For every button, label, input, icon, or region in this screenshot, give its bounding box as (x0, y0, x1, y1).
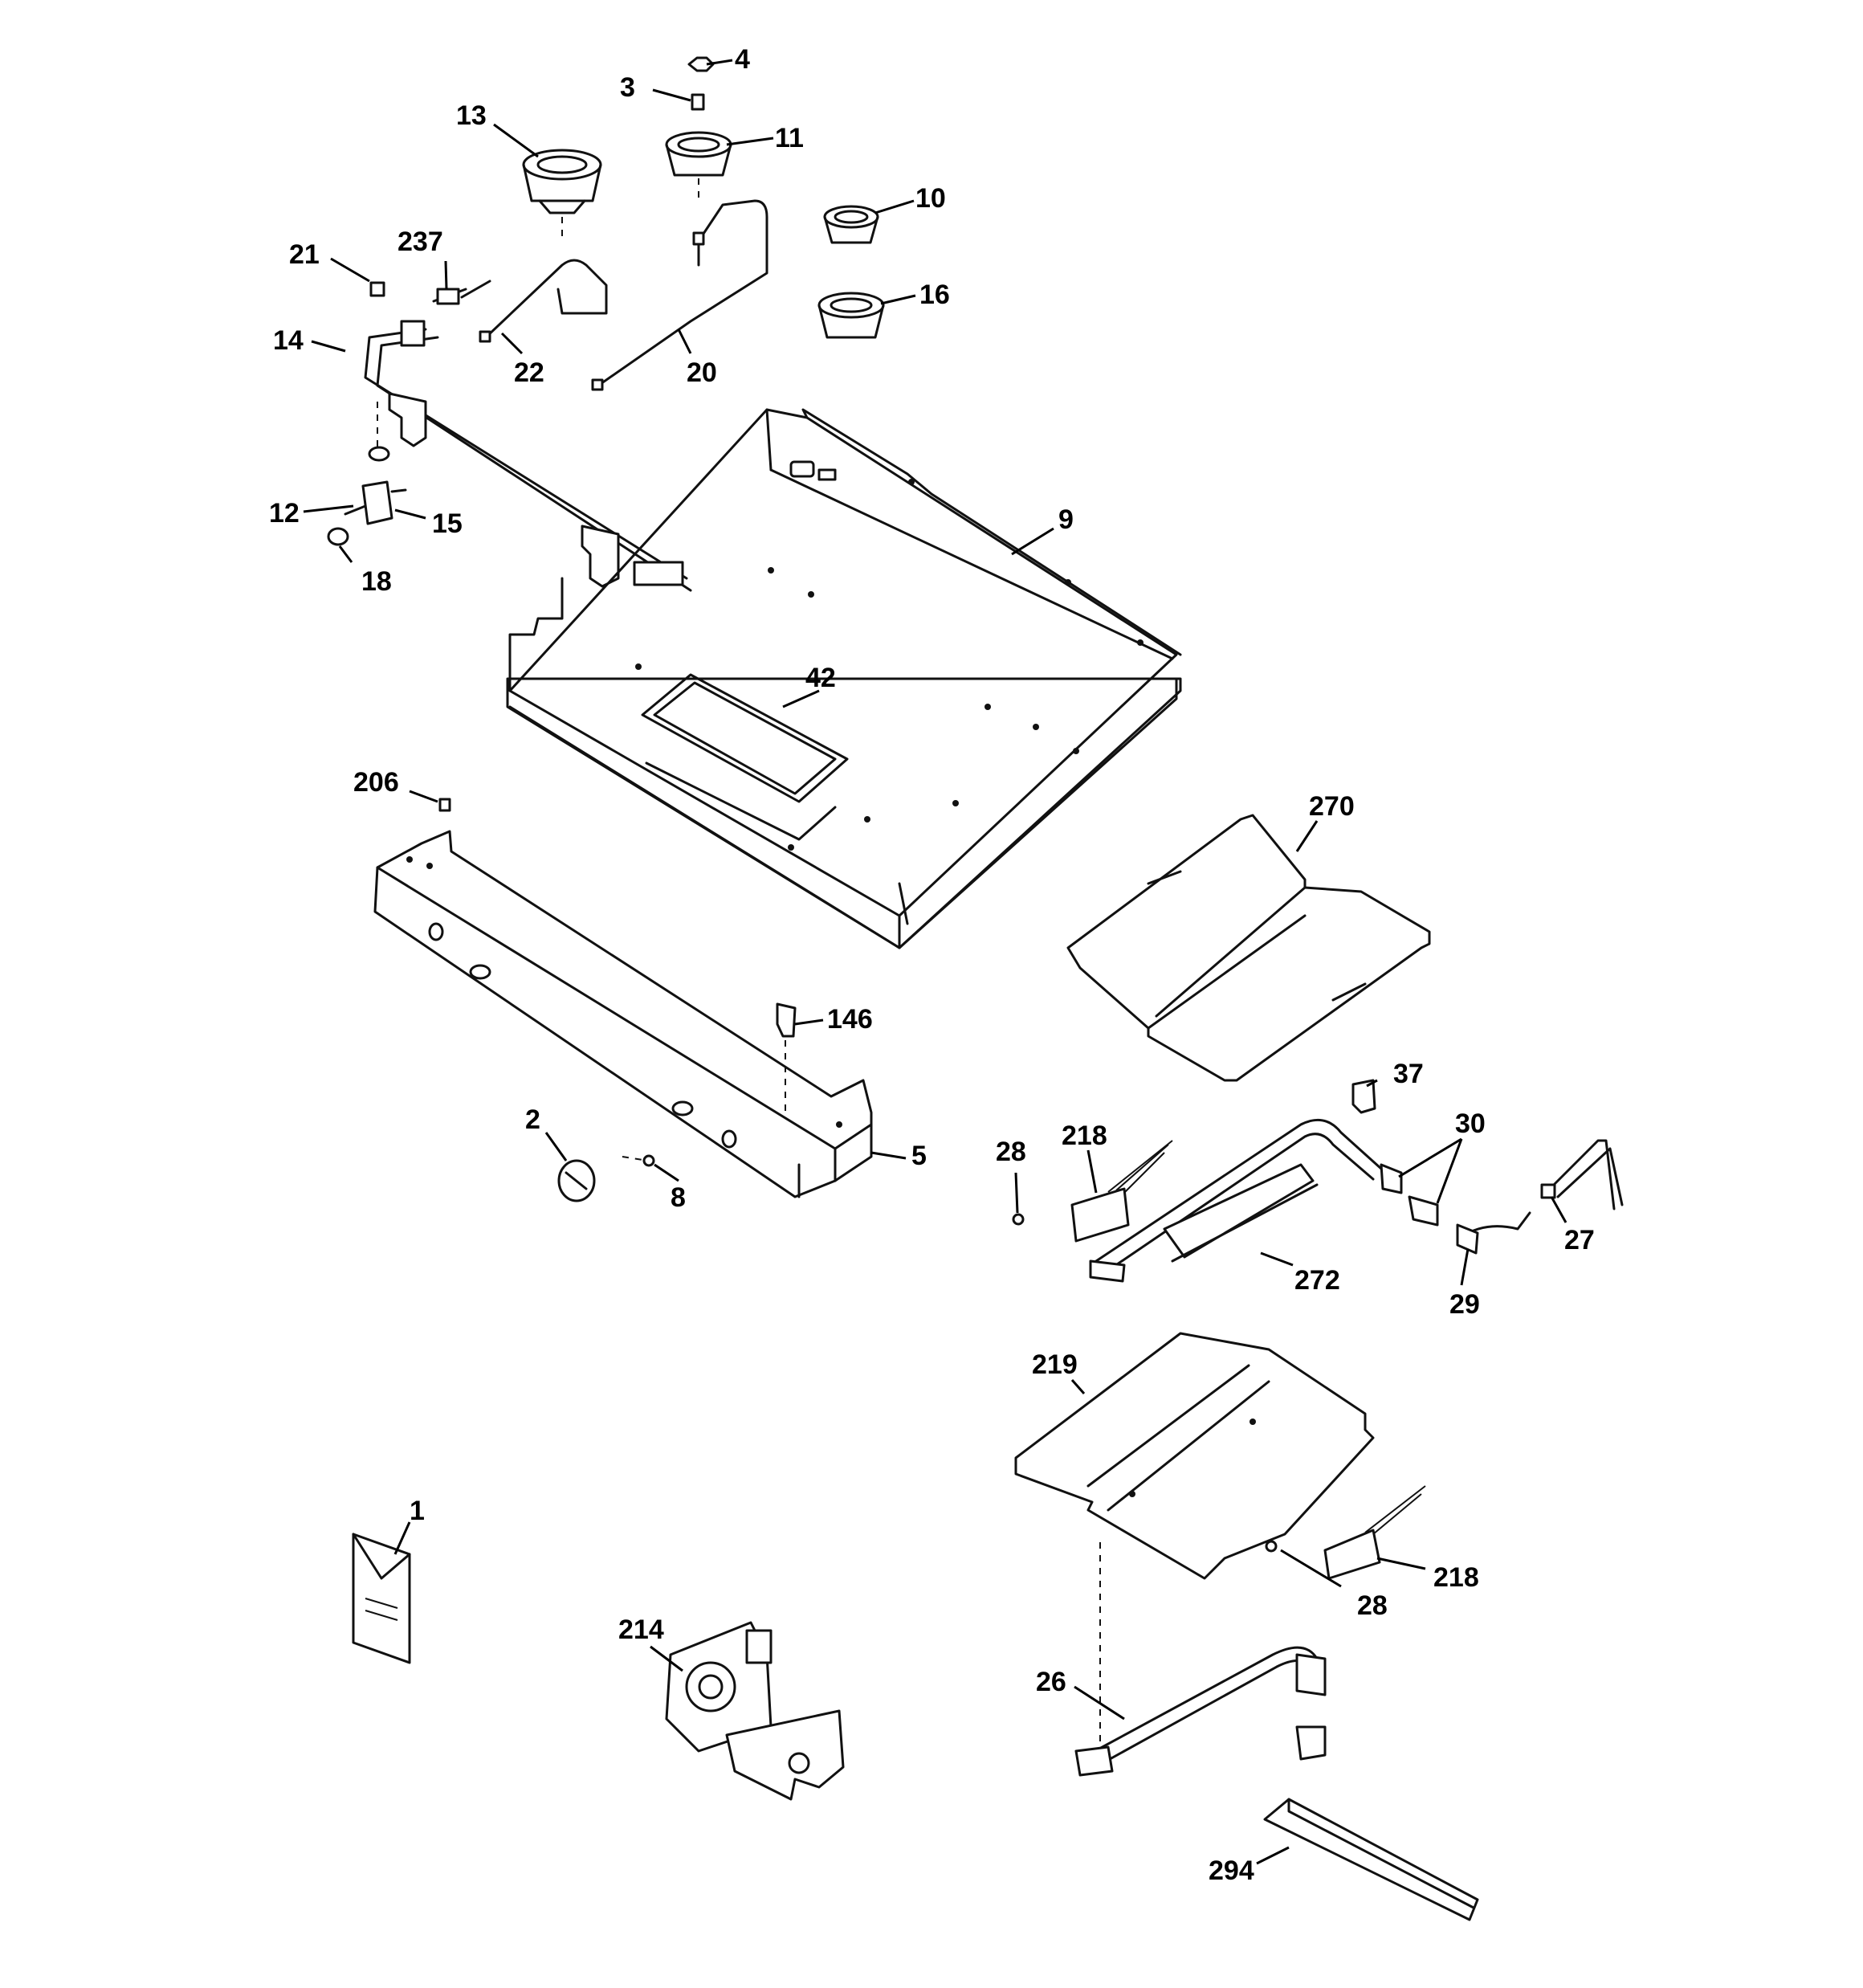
screw-28a (1012, 1213, 1025, 1226)
callout-labels: 4 3 13 11 10 16 21 237 14 22 20 12 15 18… (269, 44, 1595, 1886)
nut-21 (369, 281, 385, 297)
callout-1: 1 (410, 1496, 425, 1526)
bracket-37 (1351, 1079, 1376, 1114)
callout-21: 21 (289, 239, 320, 270)
callout-11: 11 (775, 123, 804, 153)
callout-4: 4 (735, 44, 750, 75)
callout-214: 214 (618, 1614, 664, 1645)
callout-270: 270 (1309, 791, 1355, 822)
valve-bracket-12-15 (327, 446, 407, 546)
callout-30: 30 (1455, 1108, 1486, 1139)
bracket-294 (1263, 1798, 1479, 1921)
clip-146 (776, 1002, 797, 1116)
callout-272: 272 (1294, 1265, 1340, 1296)
leader-lines (303, 59, 1567, 1865)
callout-9: 9 (1058, 504, 1074, 535)
callout-10: 10 (915, 183, 946, 214)
callout-18: 18 (361, 566, 392, 597)
fitting-237 (432, 280, 491, 305)
callout-206: 206 (353, 767, 399, 798)
callout-146: 146 (827, 1004, 873, 1035)
broil-burner-272 (1089, 1118, 1383, 1283)
callout-27: 27 (1564, 1225, 1595, 1255)
gas-tube-22 (479, 259, 608, 343)
callout-42: 42 (805, 663, 836, 693)
callout-26: 26 (1036, 1667, 1066, 1697)
callout-14: 14 (273, 325, 304, 356)
callout-15: 15 (432, 508, 463, 539)
callout-22: 22 (514, 357, 544, 388)
orifice-holder-30 (1380, 1163, 1439, 1227)
igniter-218b (1323, 1485, 1426, 1580)
manifold-panel-5 (373, 830, 873, 1198)
screw-3 (691, 93, 705, 111)
burner-head-13 (522, 149, 602, 241)
gas-tube-20 (591, 199, 768, 391)
callout-13: 13 (456, 100, 487, 131)
callout-29: 29 (1449, 1289, 1480, 1320)
callout-219: 219 (1032, 1349, 1078, 1380)
callout-28-lower: 28 (1357, 1590, 1388, 1621)
callout-28-upper: 28 (996, 1137, 1026, 1167)
literature-pack-1 (352, 1533, 411, 1664)
callout-12: 12 (269, 498, 300, 529)
shield-270 (1066, 814, 1431, 1082)
burner-head-10 (823, 205, 879, 244)
burner-head-11 (665, 131, 732, 201)
screw-206 (438, 798, 451, 812)
elbow-29 (1456, 1211, 1531, 1255)
callout-5: 5 (911, 1141, 927, 1171)
callout-294: 294 (1209, 1855, 1254, 1886)
callout-16: 16 (919, 280, 950, 310)
screw-8 (622, 1154, 655, 1167)
valve-regulator-214 (665, 1621, 845, 1801)
knob-2 (557, 1159, 596, 1202)
callout-3: 3 (620, 72, 635, 103)
igniter-218a (1070, 1140, 1173, 1243)
callout-20: 20 (687, 357, 717, 388)
callout-2: 2 (525, 1104, 540, 1135)
callout-237: 237 (397, 227, 443, 257)
callout-8: 8 (671, 1182, 686, 1213)
burner-box-9 (506, 408, 1182, 949)
oven-bottom-219 (1014, 1332, 1375, 1751)
gas-manifold-14 (364, 320, 692, 592)
screw-28b (1265, 1540, 1278, 1553)
burner-head-16 (817, 292, 885, 339)
callout-218-lower: 218 (1433, 1562, 1479, 1593)
callout-218-upper: 218 (1062, 1121, 1107, 1151)
callout-37: 37 (1393, 1059, 1424, 1089)
bake-burner-26 (1074, 1646, 1327, 1777)
tube-27 (1540, 1139, 1624, 1210)
